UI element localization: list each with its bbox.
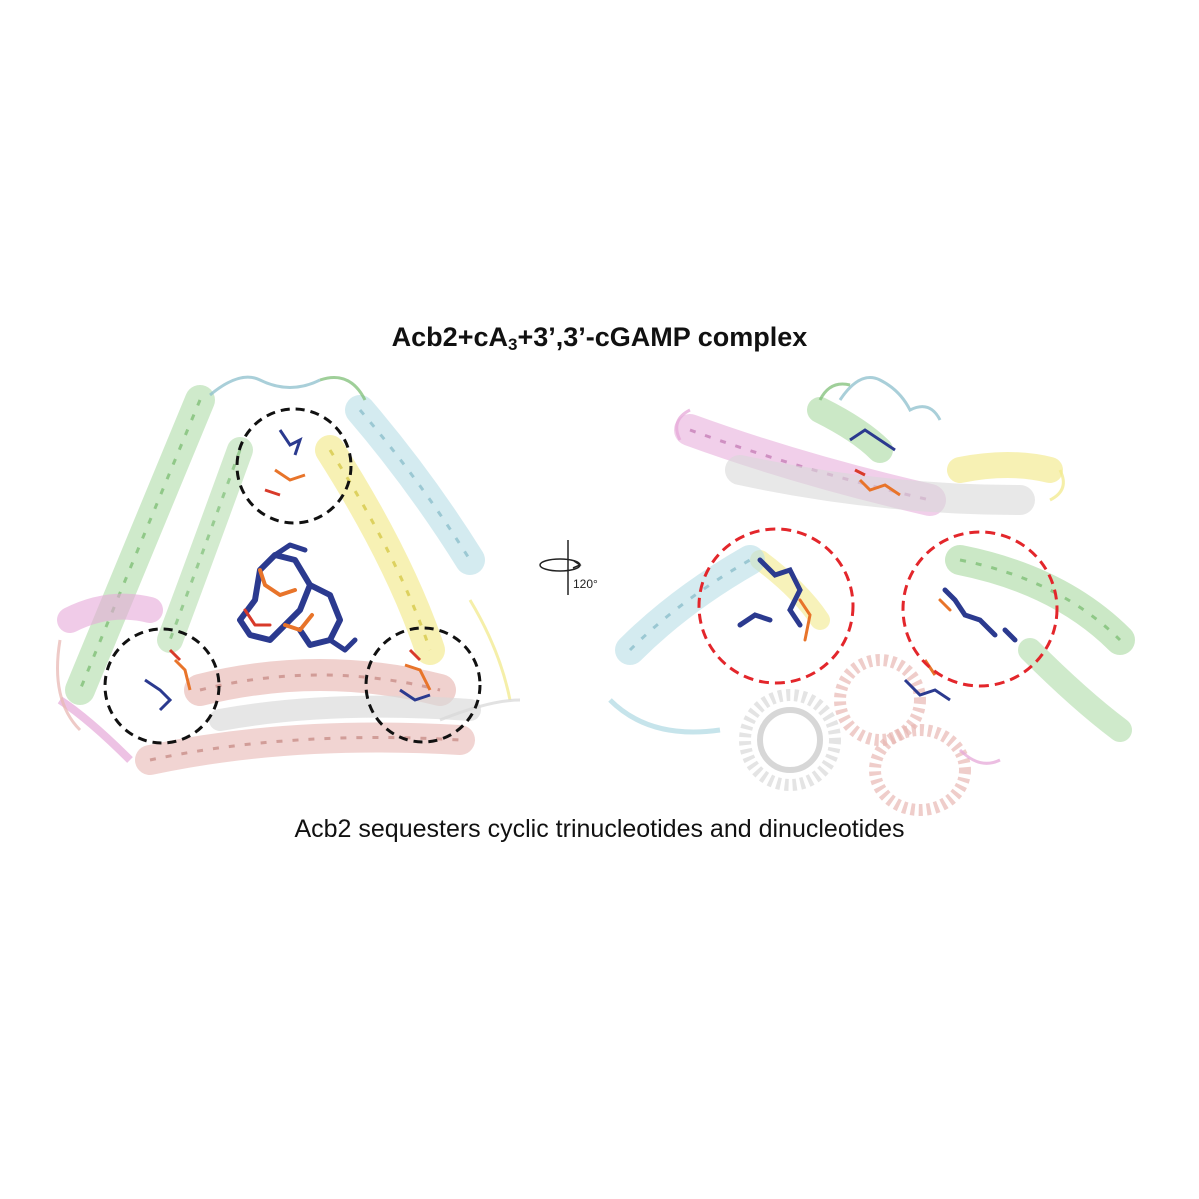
binding-site-circle-red-left — [697, 527, 855, 685]
helix-green-right — [807, 397, 1135, 742]
helix-salmon-bottom-right — [834, 654, 971, 816]
helix-gray-bottom-right — [739, 689, 841, 791]
loop-strands — [56, 375, 521, 732]
ligand-red-left — [737, 557, 812, 642]
figure-caption: Acb2 sequesters cyclic trinucleotides an… — [294, 815, 905, 843]
ligand-red-right — [938, 587, 1018, 643]
helix-gray-bottom — [209, 695, 481, 731]
helix-salmon-bottom — [135, 659, 475, 775]
title-suffix: +3’,3’-cGAMP complex — [517, 322, 808, 352]
central-ca3-ligand — [237, 542, 358, 653]
left-structure — [56, 375, 521, 775]
helix-cyan-left-view — [608, 545, 765, 735]
helix-gray-top-right — [725, 455, 1035, 515]
ligand-left-site — [144, 648, 192, 712]
rotation-symbol: 120° — [539, 540, 598, 595]
right-structure — [608, 376, 1135, 816]
figure-title: Acb2+cA3+3’,3’-cGAMP complex — [0, 322, 1199, 355]
ligand-right-site — [399, 648, 432, 702]
loop-strands-right — [675, 376, 1065, 765]
title-subscript: 3 — [507, 335, 518, 354]
rotation-label: 120° — [573, 577, 598, 591]
binding-site-circle-top — [235, 407, 353, 525]
ligand-top-site — [264, 429, 306, 497]
title-prefix: Acb2+cA — [391, 322, 508, 352]
binding-site-circle-left — [103, 627, 221, 745]
helix-yellow-right — [315, 435, 445, 665]
binding-site-circle-right — [364, 626, 482, 744]
helix-pink-left — [57, 593, 163, 763]
helix-green-left — [65, 385, 215, 705]
binding-site-circle-red-right — [901, 530, 1059, 688]
ligand-top-right — [849, 428, 901, 497]
helix-green-inner — [157, 437, 253, 653]
helix-cyan-top — [345, 395, 485, 575]
